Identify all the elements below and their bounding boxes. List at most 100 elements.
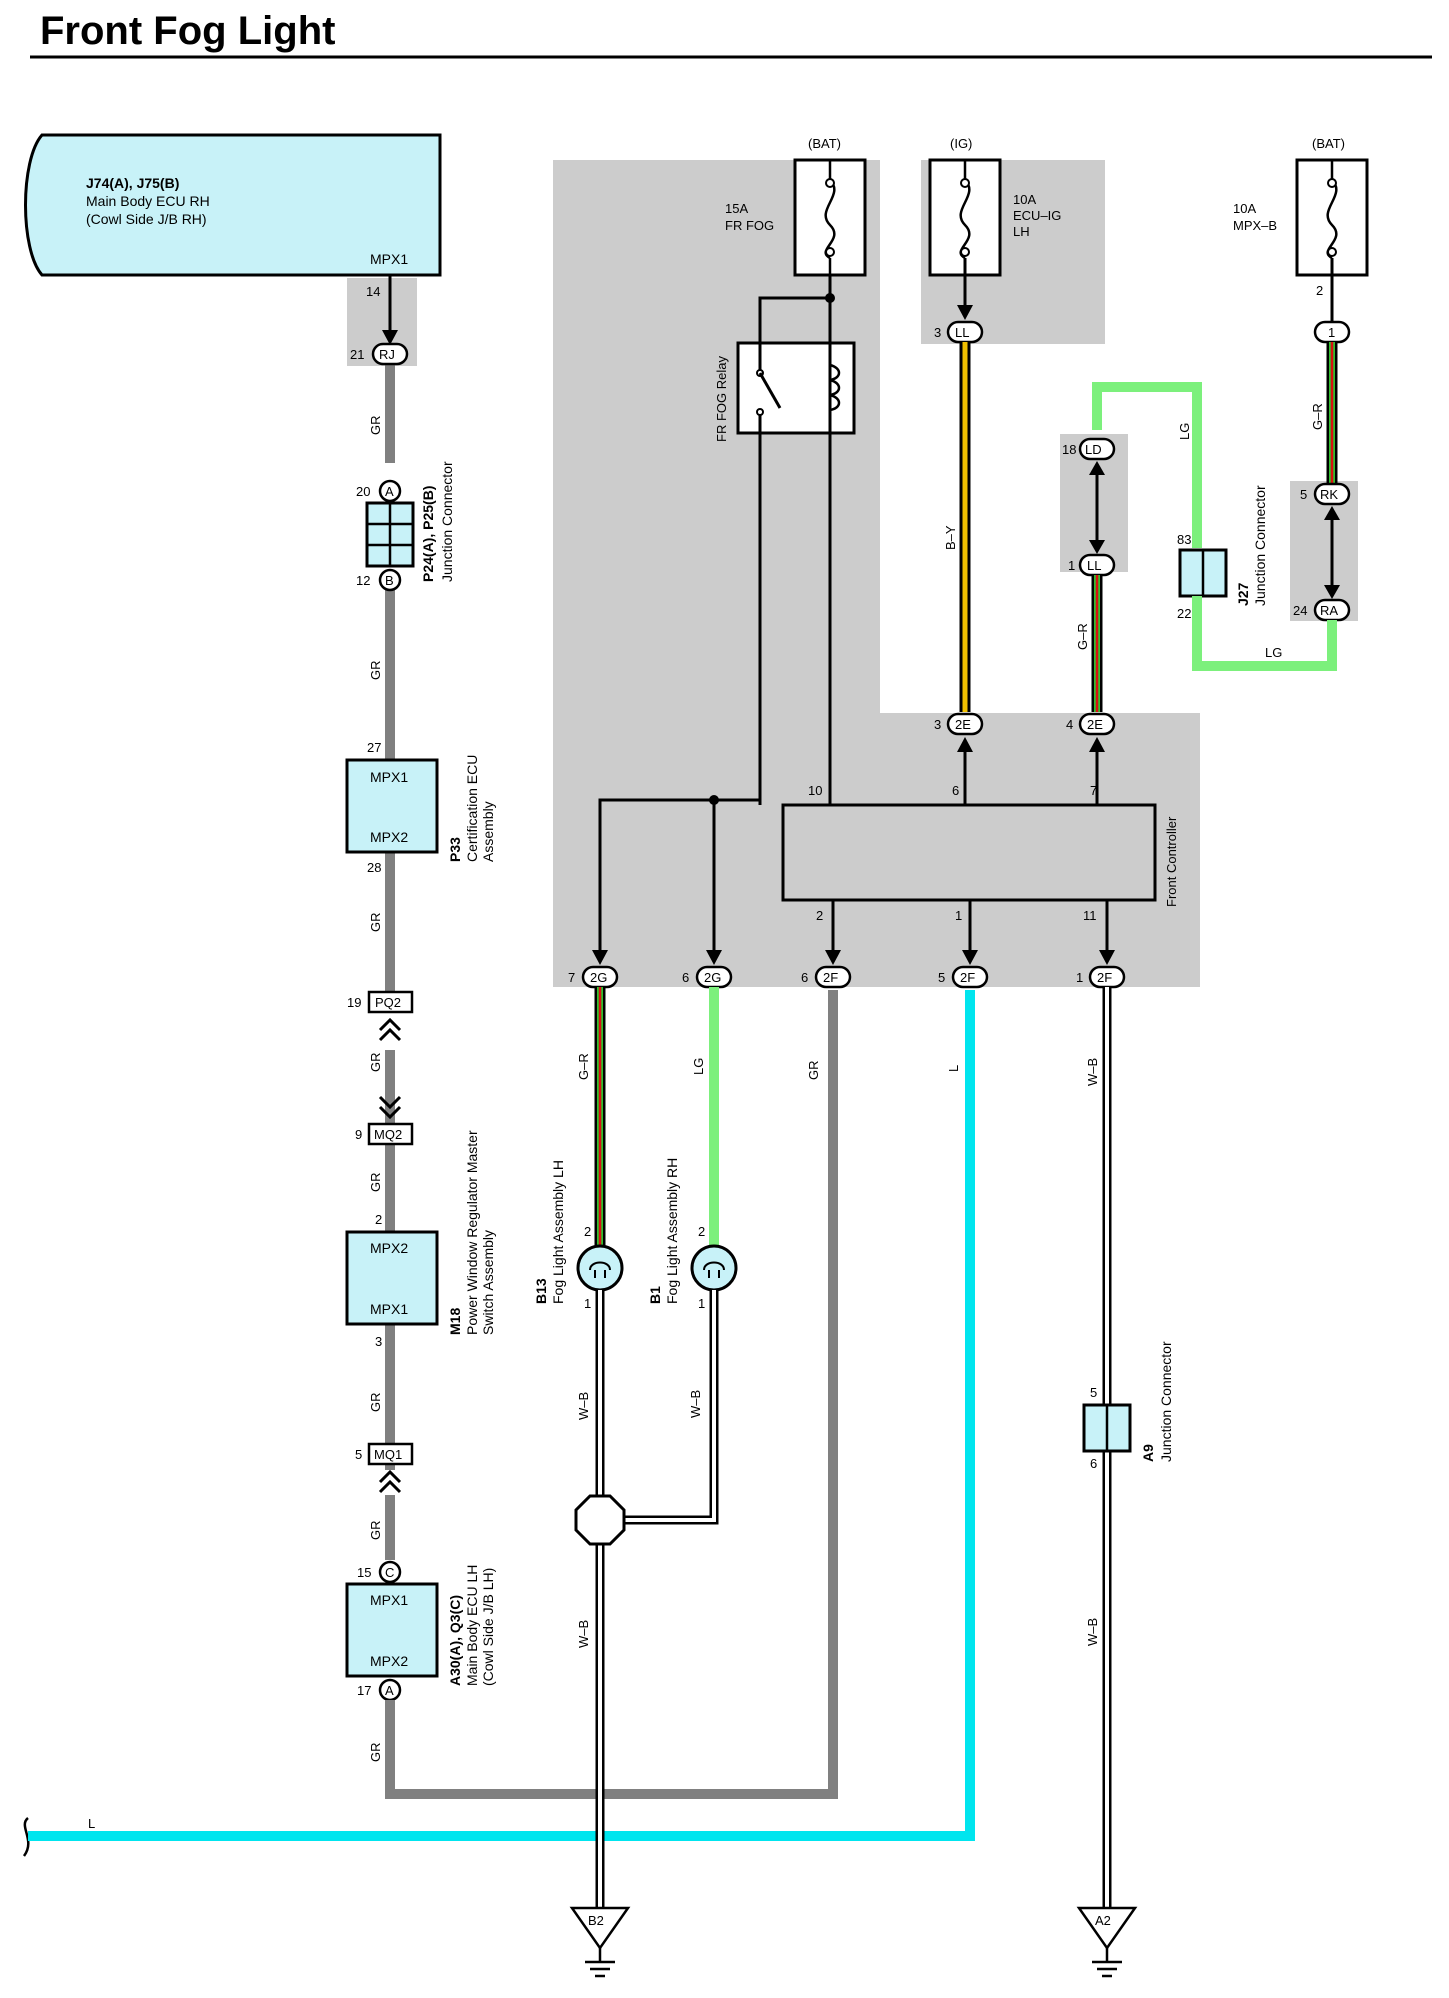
pin-27: 27 <box>367 740 381 755</box>
ecu-ig-amp: 10A <box>1013 192 1036 207</box>
connector-ll-2: LL 1 <box>1068 553 1116 577</box>
wire-label-lg-1: LG <box>1265 645 1282 660</box>
fuse-mpx-b: 10A MPX–B 2 <box>1233 158 1369 322</box>
wire-label-gr-5: GR <box>368 1173 383 1193</box>
fr-fog-amp: 15A <box>725 201 748 216</box>
wire-label-gr-9: GR <box>806 1061 821 1081</box>
a30-main-body-ecu-lh: C 15 MPX1 MPX2 A 17 A30(A), Q3(C) Main B… <box>345 1560 496 1702</box>
2f-pin-6: 6 <box>801 970 808 985</box>
wb-wire-fog-rh <box>623 1290 719 1525</box>
j74-line1: Main Body ECU RH <box>86 193 210 209</box>
svg-text:MQ1: MQ1 <box>374 1447 402 1462</box>
p33-line1: Certification ECU <box>464 755 480 862</box>
wire-label-l-2: L <box>946 1065 961 1072</box>
ecu-ig-name1: ECU–IG <box>1013 208 1061 223</box>
ll-pin-1: 1 <box>1068 558 1075 573</box>
mpx-b-name: MPX–B <box>1233 218 1277 233</box>
fog-light-rh: 2 1 B1 Fog Light Assembly RH <box>647 1158 738 1311</box>
source-bat-2: (BAT) <box>1312 136 1345 151</box>
p24-line1: Junction Connector <box>439 461 455 582</box>
svg-text:MQ2: MQ2 <box>374 1127 402 1142</box>
a9-junction-connector: 5 6 A9 Junction Connector <box>1082 1341 1174 1471</box>
j27-line1: Junction Connector <box>1252 485 1268 606</box>
ground-b2: B2 <box>569 1906 631 1978</box>
m18-line2: Switch Assembly <box>480 1230 496 1335</box>
wire-label-wb-3: W–B <box>576 1392 591 1420</box>
m18-pin-3: 3 <box>375 1334 382 1349</box>
fog-rh-pin-2: 2 <box>698 1224 705 1239</box>
wire-label-gr-r-3: G–R <box>576 1053 591 1080</box>
svg-text:2F: 2F <box>1097 970 1112 985</box>
fc-pin-10: 10 <box>808 783 822 798</box>
j27-pin-22: 22 <box>1177 606 1191 621</box>
svg-text:LD: LD <box>1085 442 1102 457</box>
wire-label-wb-2: W–B <box>1085 1618 1100 1646</box>
fuse-fr-fog: 15A FR FOG <box>725 158 867 277</box>
source-bat-1: (BAT) <box>808 136 841 151</box>
m18-power-window-switch: MPX2 MPX1 2 3 M18 Power Window Regulator… <box>345 1130 496 1349</box>
arrow-2f6 <box>825 950 841 965</box>
b1-line1: Fog Light Assembly RH <box>664 1158 680 1304</box>
l-wire-break <box>22 1817 30 1857</box>
b13-line1: Fog Light Assembly LH <box>550 1160 566 1304</box>
ra-pin-24: 24 <box>1293 603 1307 618</box>
connector-rj: RJ <box>371 342 409 366</box>
ecu-ig-name2: LH <box>1013 224 1030 239</box>
wire-label-gr-1: GR <box>368 416 383 436</box>
2f-pin-1: 1 <box>1076 970 1083 985</box>
arrow-2f5 <box>962 950 978 965</box>
ld-pin-18: 18 <box>1062 442 1076 457</box>
wire-label-gr-3: GR <box>368 913 383 933</box>
fc-pin-6: 6 <box>952 783 959 798</box>
wire-label-gr-6: GR <box>368 1393 383 1413</box>
wire-label-lg-2: LG <box>1177 423 1192 440</box>
svg-text:2G: 2G <box>590 970 607 985</box>
relay-label: FR FOG Relay <box>714 356 729 442</box>
connector-2e-3: 2E 3 <box>934 712 984 805</box>
svg-text:2E: 2E <box>1087 717 1103 732</box>
connector-2f-5: 2F 5 <box>938 965 989 989</box>
fc-pin-2: 2 <box>816 908 823 923</box>
connector-mq2: MQ2 9 <box>355 1095 414 1146</box>
connector-2f-1: 2F 1 <box>1076 965 1126 989</box>
a9-pin-6: 6 <box>1090 1456 1097 1471</box>
b13-code: B13 <box>533 1278 549 1304</box>
ground-a2-label: A2 <box>1095 1913 1111 1928</box>
wire-label-gr-r-2: G–R <box>1075 623 1090 650</box>
pin-12: 12 <box>356 573 370 588</box>
pin-19: 19 <box>347 995 361 1010</box>
gr-wire-bottom-loop <box>385 990 838 1799</box>
svg-text:LL: LL <box>955 325 969 340</box>
pin-15: 15 <box>357 1565 371 1580</box>
connector-ld: LD 18 <box>1062 437 1116 554</box>
p24-code: P24(A), P25(B) <box>420 486 436 582</box>
connector-ra: RA 24 <box>1293 598 1351 622</box>
wire-label-gr-2: GR <box>368 661 383 681</box>
arrow-rj <box>382 330 398 345</box>
junction-block-main <box>553 160 1200 987</box>
connector-ll-1: LL 3 <box>934 320 984 344</box>
a9-pin-5: 5 <box>1090 1385 1097 1400</box>
svg-text:2G: 2G <box>704 970 721 985</box>
2e-pin-3: 3 <box>934 717 941 732</box>
wire-label-by: B–Y <box>943 525 958 550</box>
main-body-ecu-rh: J74(A), J75(B) Main Body ECU RH (Cowl Si… <box>24 133 442 277</box>
mpx-b-pin-2: 2 <box>1316 283 1323 298</box>
arrow-2f1 <box>1099 950 1115 965</box>
mpx-b-amp: 10A <box>1233 201 1256 216</box>
svg-text:2F: 2F <box>823 970 838 985</box>
p33-code: P33 <box>447 837 463 862</box>
a30-connector-c: C <box>385 1565 394 1580</box>
m18-pin-2: 2 <box>375 1212 382 1227</box>
svg-text:RA: RA <box>1320 603 1338 618</box>
fog-rh-pin-1: 1 <box>698 1296 705 1311</box>
2g-pin-6: 6 <box>682 970 689 985</box>
connector-2e-4: 2E 4 <box>1066 712 1116 805</box>
ground-a2: A2 <box>1076 1906 1138 1978</box>
wire-label-lg-3: LG <box>691 1058 706 1075</box>
a30-line2: (Cowl Side J/B LH) <box>480 1568 496 1686</box>
j74-code: J74(A), J75(B) <box>86 175 179 191</box>
wire-label-wb-1: W–B <box>1085 1058 1100 1086</box>
fr-fog-relay: FR FOG Relay <box>714 275 856 805</box>
fc-pin-1: 1 <box>955 908 962 923</box>
